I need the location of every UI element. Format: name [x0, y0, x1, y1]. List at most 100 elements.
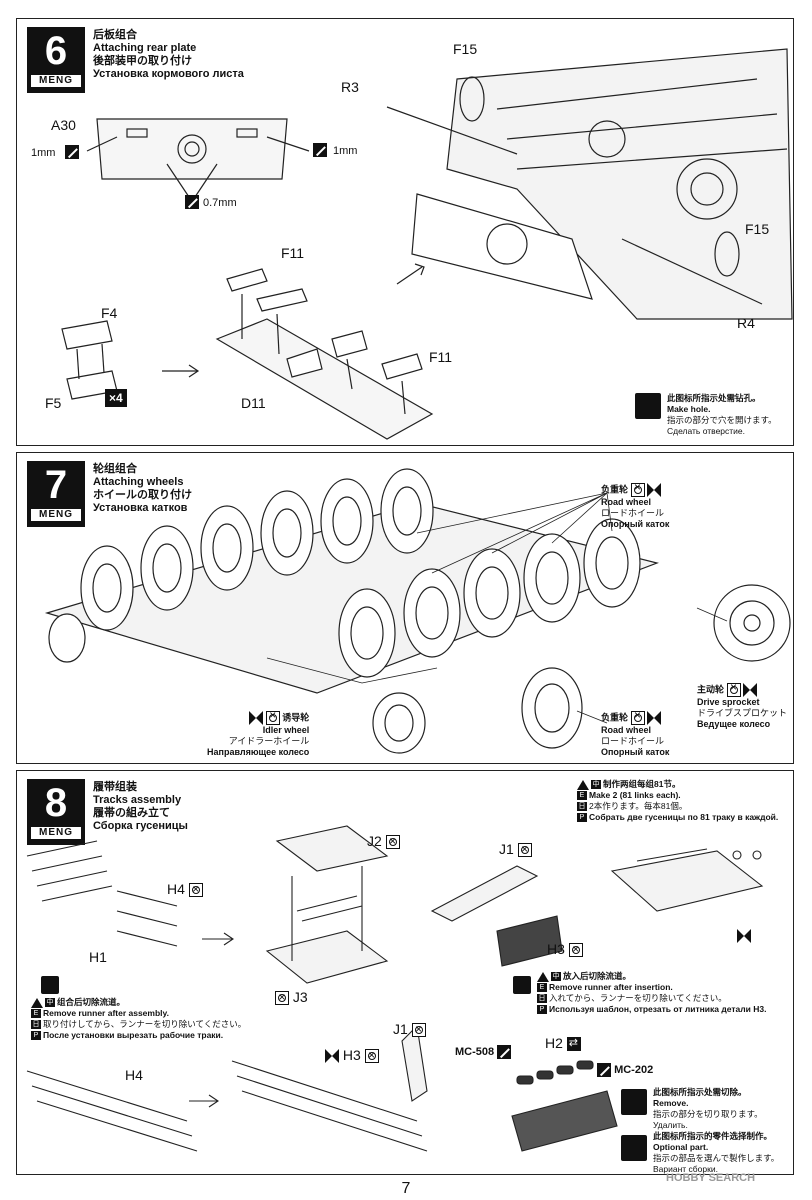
part-f11-top: F11	[281, 245, 305, 261]
step-badge: 7 MENG	[27, 461, 85, 527]
remove-legend: 此图标所指示处需切除。 Remove. 指示の部分を切り取ります。 Удалит…	[653, 1087, 763, 1131]
road-wheel-en: Road wheel	[601, 497, 652, 507]
part-h4-bottom: H4	[125, 1067, 143, 1083]
drill-icon	[313, 143, 327, 157]
cement-icon	[630, 482, 645, 497]
road-wheel-ja: ロードホイール	[601, 508, 665, 518]
knife-icon	[597, 1063, 611, 1077]
title-ja: 履帯の組み立て	[93, 807, 170, 819]
legend-remove-ja: 指示の部分を切り取ります。	[653, 1109, 763, 1119]
language-icon: 日	[31, 1020, 41, 1030]
sprocket-ru: Ведущее колесо	[697, 719, 771, 729]
no-glue-icon	[737, 929, 751, 943]
legend-ja: 指示の部分で穴を開けます。	[667, 415, 777, 425]
part-a30: A30	[51, 117, 76, 133]
part-f5: F5	[45, 395, 62, 411]
drill-legend: 此图标所指示处需钻孔。 Make hole. 指示の部分で穴を開けます。 Сде…	[667, 393, 777, 437]
note-remove-en: Remove runner after assembly.	[43, 1008, 169, 1018]
cement-icon	[411, 1022, 426, 1038]
legend-zh: 此图标所指示处需钻孔。	[667, 393, 761, 403]
legend-remove-ru: Удалить.	[653, 1120, 688, 1130]
brand-logo: MENG	[31, 509, 81, 521]
cut-icon	[41, 976, 59, 994]
note-remove-ru: После установки вырезать рабочие траки.	[43, 1030, 224, 1040]
step-badge: 8 MENG	[27, 779, 85, 845]
language-icon: 中	[551, 972, 561, 982]
note-make-ja: 2本作ります。毎本81個。	[589, 801, 688, 811]
language-icon: E	[31, 1009, 41, 1019]
no-glue-icon	[325, 1049, 339, 1064]
flip-icon	[566, 1036, 581, 1052]
idler-zh: 诱导轮	[282, 712, 310, 723]
step-6-panel: 6 MENG 后板组合 Attaching rear plate 後部装甲の取り…	[16, 18, 794, 446]
cement-icon	[385, 834, 400, 850]
road-wheel-en: Road wheel	[601, 725, 652, 735]
road-wheel-bottom-label: 负重轮 Road wheel ロードホイール Опорный каток	[601, 710, 670, 758]
note-remove-zh: 组合后切除流道。	[57, 997, 126, 1007]
title-zh: 后板组合	[93, 29, 137, 41]
legend-remove-en: Remove.	[653, 1098, 689, 1108]
step-title: 后板组合 Attaching rear plate 後部装甲の取り付け Уста…	[93, 29, 244, 81]
title-en: Attaching rear plate	[93, 42, 197, 54]
cement-icon	[188, 882, 203, 898]
sprocket-zh: 主动轮	[697, 684, 725, 695]
note-make-en: Make 2 (81 links each).	[589, 790, 681, 800]
note-insert-en: Remove runner after insertion.	[549, 982, 673, 992]
part-r3: R3	[341, 79, 359, 95]
language-icon: 日	[537, 994, 547, 1004]
drill-icon	[185, 195, 199, 209]
road-wheel-top-label: 负重轮 Road wheel ロードホイール Опорный каток	[601, 482, 670, 530]
title-zh: 履带组装	[93, 781, 137, 793]
tool-mc202: MC-202	[597, 1063, 653, 1077]
part-h2: H2	[545, 1035, 581, 1052]
part-f15-bottom: F15	[745, 221, 770, 237]
part-h4-top: H4	[167, 881, 203, 898]
cement-icon	[630, 710, 645, 725]
drill-icon	[635, 393, 661, 419]
legend-option-en: Optional part.	[653, 1142, 709, 1152]
step-number: 8	[44, 781, 68, 825]
legend-remove-zh: 此图标所指示处需切除。	[653, 1087, 747, 1097]
title-ru: Установка кормового листа	[93, 68, 244, 80]
step-6-illustration	[61, 48, 793, 440]
road-wheel-ru: Опорный каток	[601, 519, 670, 529]
legend-option-ja: 指示の部品を選んで製作します。	[653, 1153, 780, 1163]
part-j3: J3	[275, 989, 308, 1006]
cut-icon	[621, 1089, 647, 1115]
knife-icon	[497, 1045, 512, 1059]
part-f4: F4	[101, 305, 118, 321]
cement-icon	[265, 710, 280, 725]
part-r4: R4	[737, 315, 755, 331]
brand-logo: MENG	[31, 827, 81, 839]
step-title: 履带组装 Tracks assembly 履帯の組み立て Сборка гусе…	[93, 781, 188, 833]
sprocket-ja: ドライブスプロケット	[697, 708, 788, 718]
drill-size-right: 1mm	[333, 145, 358, 157]
language-icon: E	[577, 791, 587, 801]
part-d11: D11	[241, 395, 266, 411]
step-8-panel: 8 MENG 履带组装 Tracks assembly 履帯の組み立て Сбор…	[16, 770, 794, 1175]
legend-option-ru: Вариант сборки.	[653, 1164, 718, 1174]
language-icon: 日	[577, 802, 587, 812]
drive-sprocket-label: 主动轮 Drive sprocket ドライブスプロケット Ведущее ко…	[697, 682, 788, 730]
tool-mc508: MC-508	[455, 1045, 512, 1059]
language-icon: Р	[537, 1005, 547, 1015]
brand-logo: MENG	[31, 75, 81, 87]
title-en: Tracks assembly	[93, 794, 182, 806]
step-badge: 6 MENG	[27, 27, 85, 93]
title-zh: 轮组组合	[93, 463, 137, 475]
road-wheel-ru: Опорный каток	[601, 747, 670, 757]
cement-icon	[275, 990, 289, 1006]
road-wheel-zh: 负重轮	[601, 712, 629, 723]
part-j1-bottom: J1	[393, 1021, 426, 1038]
drill-size-center: 0.7mm	[203, 197, 237, 209]
optional-part-legend: 此图标所指示的零件选择制作。 Optional part. 指示の部品を選んで製…	[653, 1131, 779, 1175]
cement-icon	[568, 942, 583, 958]
step-7-panel: 7 MENG 轮组组合 Attaching wheels ホイールの取り付け У…	[16, 452, 794, 764]
title-ja: ホイールの取り付け	[93, 489, 192, 501]
quantity-badge: ×4	[105, 389, 127, 407]
step-7-illustration	[44, 468, 791, 754]
cement-icon	[364, 1048, 379, 1064]
